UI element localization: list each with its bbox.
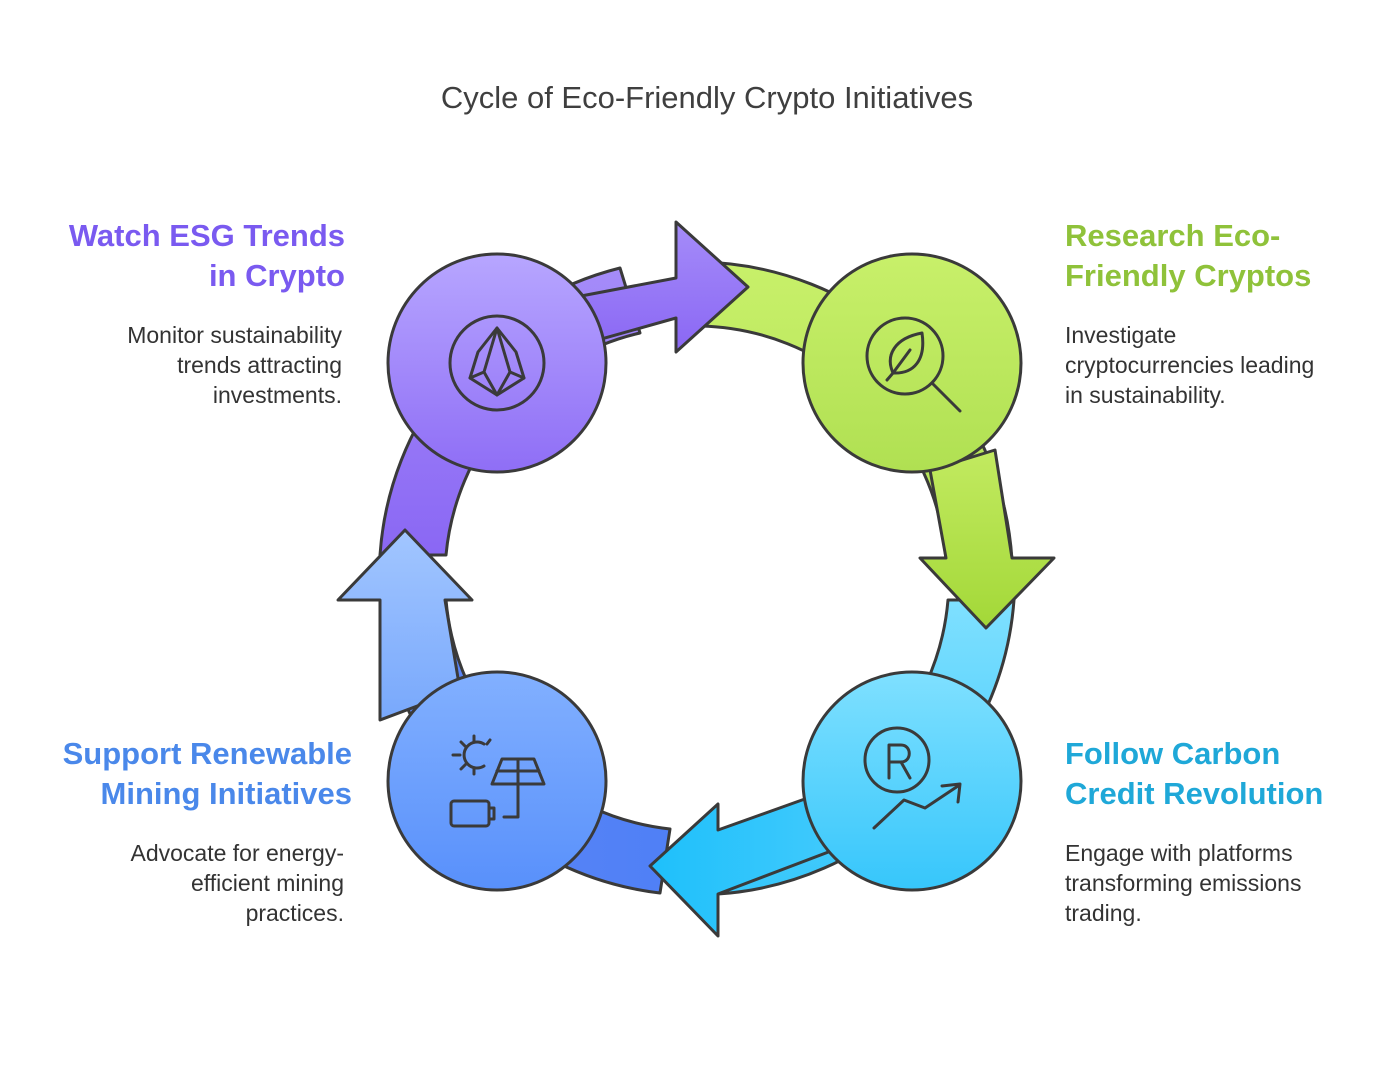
step-heading-mining: Support Renewable Mining Initiatives <box>20 734 352 814</box>
solar-battery-icon <box>449 734 546 828</box>
step-desc-carbon: Engage with platforms transforming emiss… <box>1065 838 1385 928</box>
step-desc-line: Engage with platforms <box>1065 840 1293 866</box>
circle-green <box>801 252 1023 474</box>
step-desc-line: cryptocurrencies leading <box>1065 352 1315 378</box>
diagram-title: Cycle of Eco-Friendly Crypto Initiatives <box>440 80 974 115</box>
step-heading-line: Friendly Cryptos <box>1065 258 1312 293</box>
step-heading-line: Watch ESG Trends <box>68 218 345 253</box>
circle-cyan <box>801 670 1023 892</box>
circle-blue <box>386 670 608 892</box>
step-desc-esg: Monitor sustainability trends attracting… <box>40 320 342 410</box>
step-desc-line: trading. <box>1065 900 1142 926</box>
step-desc-line: efficient mining <box>191 870 344 896</box>
step-heading-line: Support Renewable <box>62 736 352 771</box>
step-heading-line: Mining Initiatives <box>100 776 352 811</box>
arrow-up-lightblue <box>336 528 474 722</box>
step-desc-line: Monitor sustainability <box>127 322 342 348</box>
leaf-magnifier-icon <box>865 316 962 413</box>
step-heading-esg: Watch ESG Trends in Crypto <box>40 216 345 296</box>
step-desc-line: trends attracting <box>177 352 342 378</box>
step-heading-line: in Crypto <box>208 258 345 293</box>
eos-crystal-icon <box>448 314 546 412</box>
step-heading-line: Research Eco- <box>1065 218 1281 253</box>
step-heading-line: Credit Revolution <box>1065 776 1324 811</box>
registered-trend-icon <box>863 726 962 830</box>
step-desc-line: transforming emissions <box>1065 870 1302 896</box>
arrow-down-green <box>918 448 1056 630</box>
step-desc-line: in sustainability. <box>1065 382 1226 408</box>
step-desc-mining: Advocate for energy- efficient mining pr… <box>20 838 344 928</box>
step-desc-line: Advocate for energy- <box>130 840 344 866</box>
step-heading-line: Follow Carbon <box>1065 736 1281 771</box>
circle-purple <box>386 252 608 474</box>
step-desc-line: practices. <box>245 900 344 926</box>
step-desc-line: Investigate <box>1065 322 1177 348</box>
step-desc-line: investments. <box>212 382 342 408</box>
step-heading-research: Research Eco- Friendly Cryptos <box>1065 216 1385 296</box>
step-desc-research: Investigate cryptocurrencies leading in … <box>1065 320 1385 410</box>
step-heading-carbon: Follow Carbon Credit Revolution <box>1065 734 1385 814</box>
